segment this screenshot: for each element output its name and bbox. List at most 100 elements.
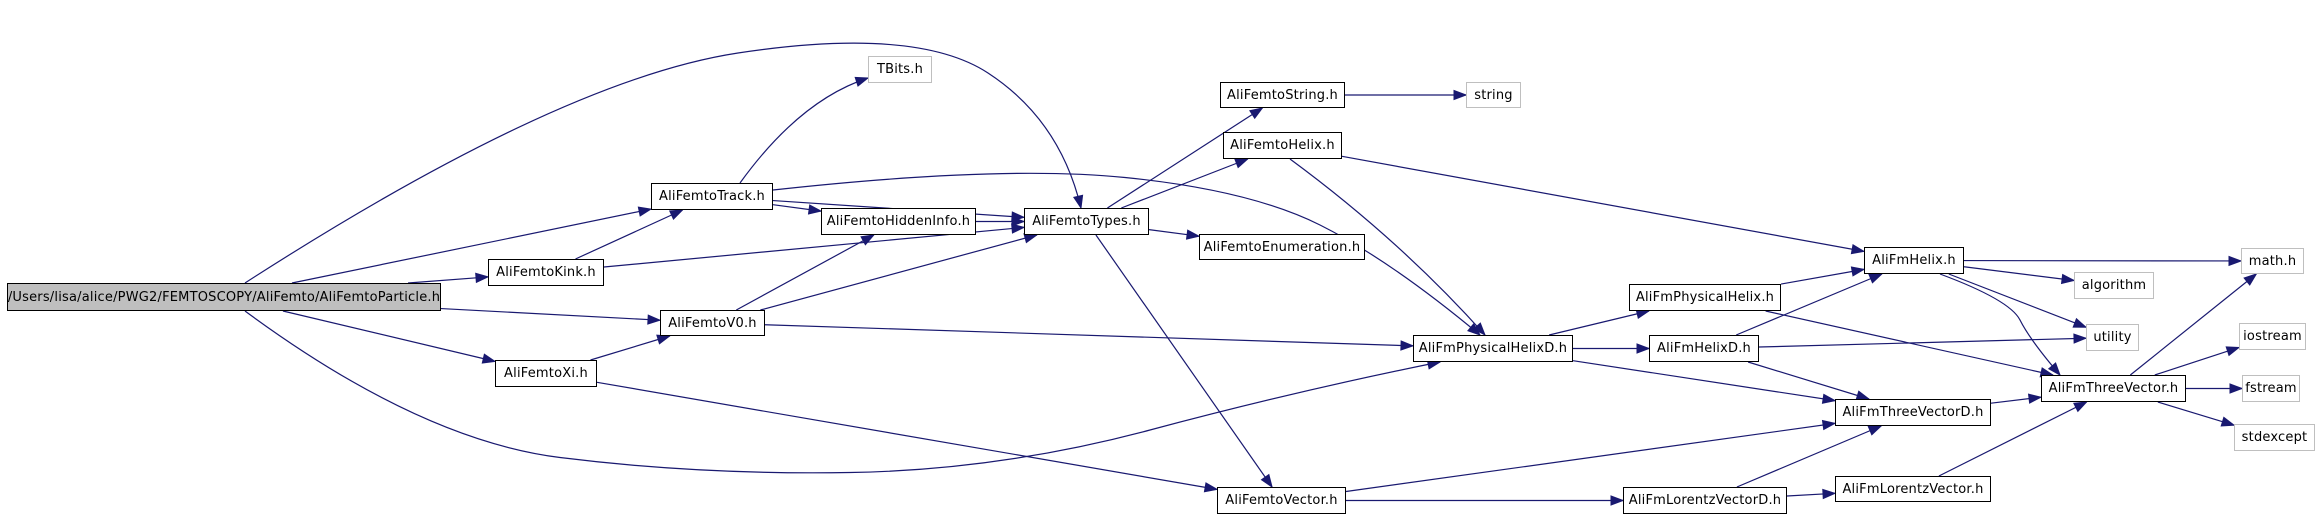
- edge-fvector-to-lvd: [1346, 495, 1625, 506]
- edge-line: [772, 172, 1481, 336]
- edge-line: [736, 234, 875, 311]
- arrowhead-icon: [2073, 333, 2088, 344]
- edge-root-to-xi: [282, 310, 497, 364]
- arrowhead-icon: [2225, 346, 2241, 357]
- edge-hidden-to-types: [976, 216, 1026, 227]
- arrowhead-icon: [2072, 317, 2088, 328]
- edge-helixd-to-tvd: [1747, 361, 1871, 401]
- edge-tv-to-math: [2129, 273, 2258, 376]
- edge-root-to-kink: [407, 272, 490, 284]
- node-algorithm: algorithm: [2074, 272, 2154, 299]
- edge-line: [1121, 158, 1248, 209]
- edge-line: [596, 381, 1218, 490]
- arrowhead-icon: [1822, 488, 1837, 500]
- arrowhead-icon: [1011, 223, 1026, 234]
- node-alifmthreevectord[interactable]: AliFmThreeVectorD.h: [1835, 399, 1991, 426]
- node-math: math.h: [2241, 248, 2304, 274]
- arrowhead-icon: [2027, 393, 2043, 404]
- edge-line: [590, 335, 670, 361]
- arrowhead-icon: [1023, 233, 1039, 244]
- node-alifemtotrack[interactable]: AliFemtoTrack.h: [651, 183, 773, 210]
- node-alifmphysicalhelixd[interactable]: AliFmPhysicalHelixD.h: [1413, 335, 1573, 362]
- edge-fvector-to-tvd: [1345, 419, 1837, 493]
- node-iostream: iostream: [2239, 323, 2306, 350]
- arrowhead-icon: [656, 334, 672, 345]
- arrowhead-icon: [1073, 194, 1084, 210]
- edge-helix-to-utility: [1948, 273, 2088, 328]
- arrowhead-icon: [1260, 473, 1273, 489]
- edge-line: [1107, 107, 1263, 209]
- edge-line: [1095, 234, 1273, 488]
- edge-root-to-v0: [440, 307, 662, 325]
- edge-line: [1780, 268, 1865, 285]
- node-alifemtovector[interactable]: AliFemtoVector.h: [1217, 487, 1346, 514]
- node-alifmphysicalhelix[interactable]: AliFmPhysicalHelix.h: [1629, 284, 1781, 311]
- arrowhead-icon: [1868, 273, 1884, 284]
- node-utility: utility: [2086, 324, 2139, 351]
- edge-helix-to-tv: [1939, 273, 2061, 377]
- edge-tv-to-stdexcept: [2157, 401, 2236, 427]
- node-alifemtoxi[interactable]: AliFemtoXi.h: [495, 360, 597, 387]
- arrowhead-icon: [854, 76, 870, 87]
- edge-line: [1548, 310, 1650, 336]
- edge-line: [739, 77, 869, 184]
- arrowhead-icon: [647, 314, 662, 325]
- node-alifemtostring[interactable]: AliFemtoString.h: [1220, 82, 1345, 108]
- edge-line: [1948, 273, 2087, 328]
- node-alifemtotypes[interactable]: AliFemtoTypes.h: [1024, 208, 1149, 235]
- node-alifmlorentzvector[interactable]: AliFmLorentzVector.h: [1835, 476, 1991, 502]
- edge-v0-to-hidden: [736, 234, 876, 311]
- edge-lv-to-tv: [1938, 401, 2088, 477]
- edge-types-to-fvector: [1095, 234, 1273, 489]
- node-alifemtov0[interactable]: AliFemtoV0.h: [660, 310, 765, 336]
- node-stdexcept: stdexcept: [2234, 424, 2315, 451]
- edge-helixd-to-helix: [1735, 273, 1884, 336]
- arrowhead-icon: [1821, 393, 1837, 404]
- arrowhead-icon: [2229, 383, 2244, 394]
- edge-fhelix-to-helix: [1341, 155, 1866, 255]
- node-alifemtohiddeninfo[interactable]: AliFemtoHiddenInfo.h: [821, 208, 976, 235]
- arrowhead-icon: [637, 206, 653, 217]
- arrowhead-icon: [1203, 482, 1219, 493]
- edge-phelixd-to-tvd: [1572, 360, 1837, 404]
- edge-v0-to-phelixd: [764, 324, 1415, 351]
- arrowhead-icon: [2073, 401, 2088, 413]
- arrowhead-icon: [1249, 107, 1264, 120]
- edge-phelix-to-helix: [1780, 266, 1866, 285]
- edge-line: [2157, 401, 2235, 426]
- arrowhead-icon: [1400, 340, 1415, 351]
- edge-helix-to-math: [1963, 255, 2243, 267]
- edge-string_h-to-string: [1345, 89, 1468, 101]
- node-alifemtohelix[interactable]: AliFemtoHelix.h: [1223, 132, 1342, 159]
- node-alifemtoenumeration[interactable]: AliFemtoEnumeration.h: [1199, 234, 1365, 260]
- edge-xi-to-v0: [590, 334, 672, 361]
- edge-types-to-enum: [1148, 229, 1201, 240]
- edge-line: [1345, 422, 1836, 493]
- edge-phelixd-to-phelix: [1548, 308, 1651, 336]
- edge-root-to-phelixd: [244, 310, 1442, 474]
- edge-line: [2154, 346, 2240, 376]
- edge-tv-to-iostream: [2154, 346, 2241, 376]
- arrowhead-icon: [807, 204, 823, 215]
- arrowhead-icon: [2220, 416, 2236, 427]
- node-alifmhelix[interactable]: AliFmHelix.h: [1864, 247, 1964, 274]
- node-alifmlorentzvectord[interactable]: AliFmLorentzVectorD.h: [1623, 487, 1787, 514]
- arrowhead-icon: [2228, 255, 2243, 267]
- arrowhead-icon: [1472, 322, 1486, 337]
- edge-types-to-fhelix: [1121, 158, 1250, 209]
- node-alifmhelixd[interactable]: AliFmHelixD.h: [1649, 335, 1759, 362]
- edge-line: [764, 324, 1414, 347]
- edge-helixd-to-utility: [1758, 333, 2088, 348]
- edge-line: [1341, 155, 1865, 252]
- node-alifemtokink[interactable]: AliFemtoKink.h: [488, 259, 604, 286]
- edge-line: [1735, 273, 1883, 336]
- edge-line: [1747, 361, 1870, 400]
- node-alifmthreevector[interactable]: AliFmThreeVector.h: [2041, 375, 2186, 402]
- arrowhead-icon: [1185, 229, 1201, 240]
- arrowhead-icon: [1867, 425, 1883, 436]
- arrowhead-icon: [668, 209, 684, 220]
- edge-line: [1572, 360, 1836, 402]
- arrowhead-icon: [1234, 158, 1250, 169]
